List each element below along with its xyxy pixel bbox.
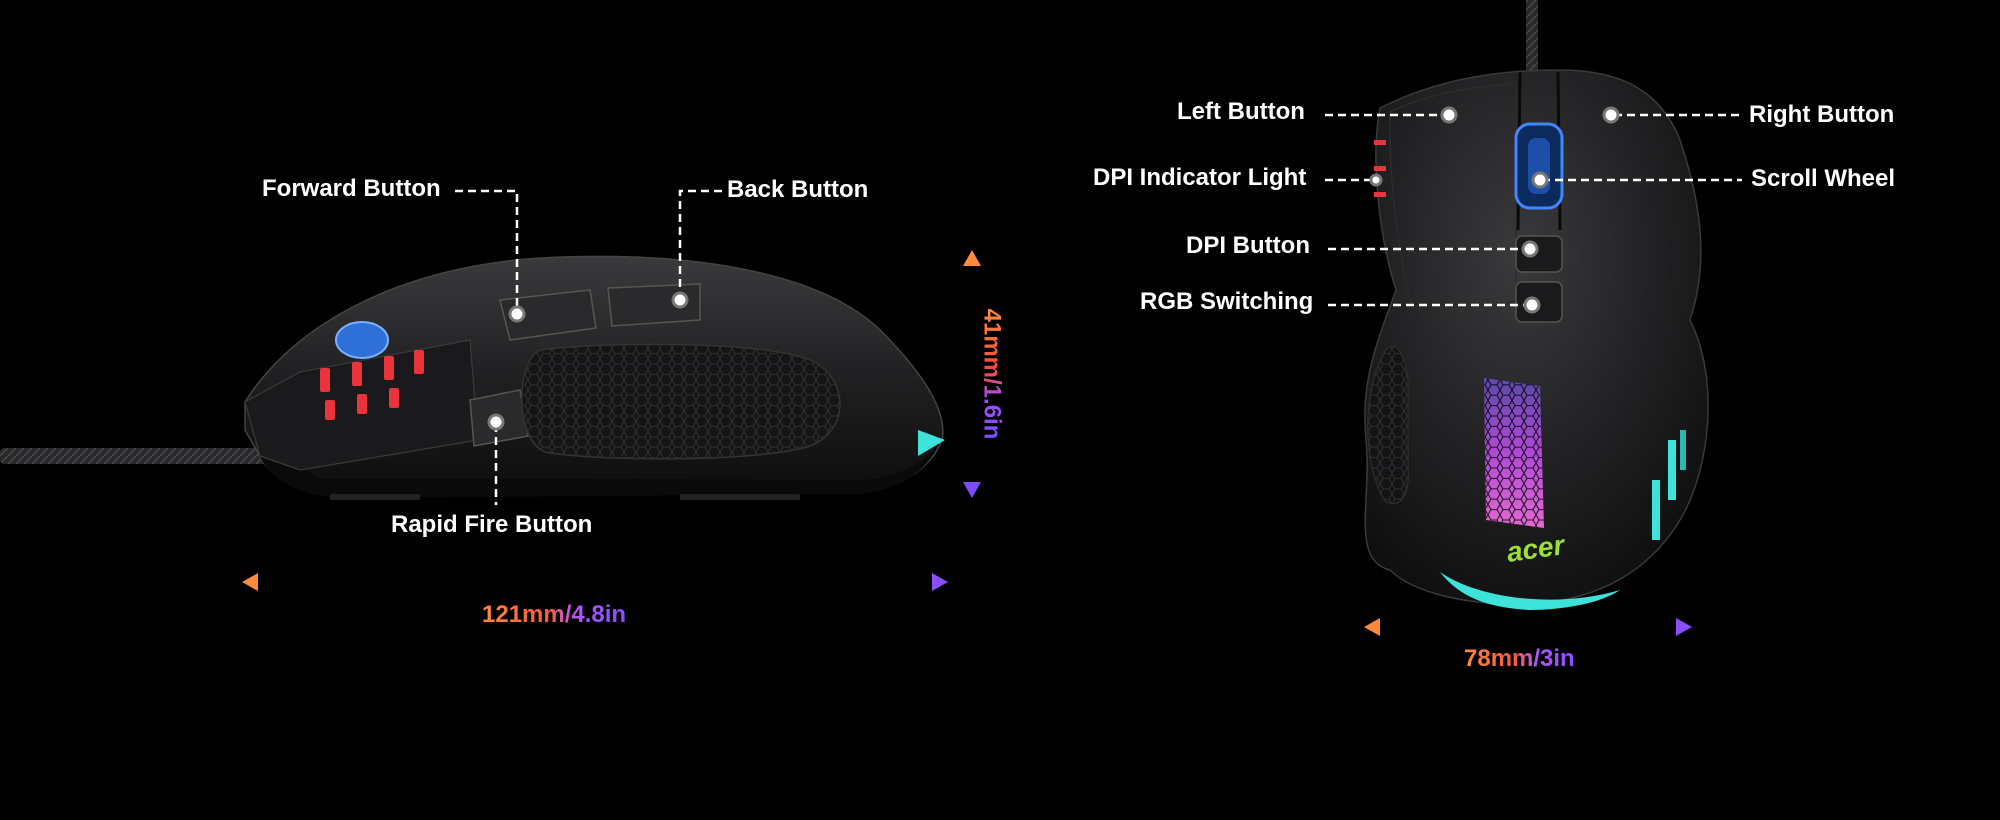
height-dimension-label: 41mm/1.6in	[978, 308, 1006, 440]
scroll-wheel-label: Scroll Wheel	[1751, 165, 1896, 192]
width-dimension-label: 78mm/3in	[1464, 645, 1575, 672]
top-side-cyan-lights	[1652, 430, 1686, 540]
top-callouts	[1325, 113, 1742, 307]
forward-button-label: Forward Button	[262, 175, 441, 202]
height-dimension-arrow	[963, 250, 981, 498]
side-callout-dots	[487, 291, 689, 431]
top-dpi-lights	[1374, 140, 1386, 197]
side-scroll-wheel	[335, 321, 389, 359]
dpi-indicator-light-label: DPI Indicator Light	[1093, 164, 1307, 191]
width-dimension-arrow	[1364, 618, 1692, 636]
back-button-label: Back Button	[727, 176, 869, 203]
braided-cable	[0, 448, 300, 464]
forward-callout-line	[455, 189, 519, 312]
side-view-mouse	[0, 255, 945, 500]
length-dimension-arrow	[242, 573, 948, 591]
top-cable	[1526, 0, 1538, 70]
bottom-cyan-rim	[1440, 572, 1620, 610]
length-dimension-label: 121mm/4.8in	[482, 601, 627, 628]
left-button-label: Left Button	[1177, 98, 1305, 125]
rapid-fire-button-label: Rapid Fire Button	[391, 511, 593, 538]
forward-button-shape	[499, 289, 597, 341]
top-callout-dots	[1369, 106, 1620, 314]
side-cyan-light	[918, 430, 945, 456]
side-callouts	[455, 189, 722, 505]
top-dpi-button	[1515, 235, 1563, 273]
side-dpi-lights	[320, 350, 424, 420]
right-button-label: Right Button	[1749, 101, 1895, 128]
dpi-button-label: DPI Button	[1186, 232, 1310, 259]
top-mouse-body	[1364, 69, 1709, 605]
back-callout-line	[678, 189, 722, 300]
rgb-switching-label: RGB Switching	[1140, 288, 1314, 315]
